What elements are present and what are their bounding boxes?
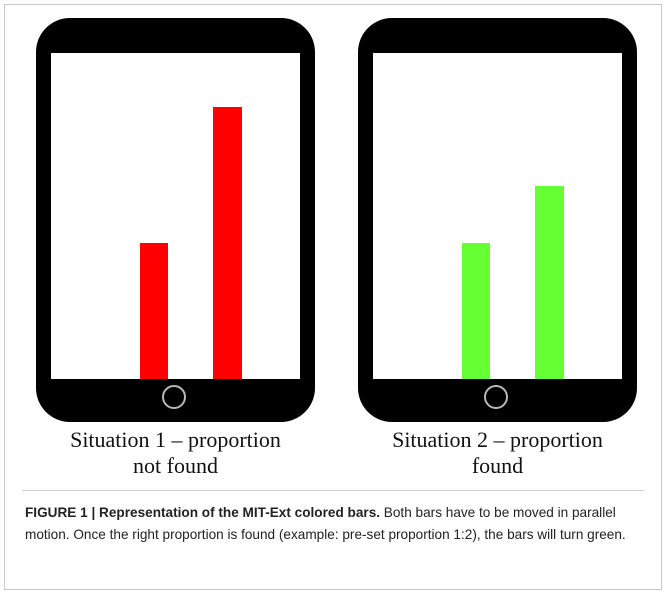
tablet-situation-1 — [36, 18, 315, 422]
situation-1-line-1: Situation 1 – proportion — [70, 427, 281, 452]
tall-bar — [535, 186, 564, 379]
tablet-screen — [373, 53, 622, 379]
tablet-situation-2 — [358, 18, 637, 422]
tablet-screen — [51, 53, 300, 379]
situation-1-line-2: not found — [133, 453, 218, 478]
figure-caption-label: FIGURE 1 | Representation of the MIT-Ext… — [25, 505, 381, 520]
short-bar — [462, 243, 490, 379]
situation-2-line-2: found — [471, 453, 524, 478]
caption-divider — [22, 490, 644, 491]
home-button-icon — [162, 385, 186, 409]
short-bar — [140, 243, 168, 379]
situation-2-line-1: Situation 2 – proportion — [392, 427, 603, 452]
tall-bar — [213, 107, 242, 379]
home-button-icon — [484, 385, 508, 409]
situation-1-label: Situation 1 – proportion not found — [36, 427, 315, 479]
figure-caption: FIGURE 1 | Representation of the MIT-Ext… — [25, 502, 651, 546]
figure-container: Situation 1 – proportion not found Situa… — [4, 4, 662, 590]
situation-2-label: Situation 2 – proportion found — [358, 427, 637, 479]
figure-caption-text: Both bars have to be moved in parallel m… — [25, 505, 626, 542]
